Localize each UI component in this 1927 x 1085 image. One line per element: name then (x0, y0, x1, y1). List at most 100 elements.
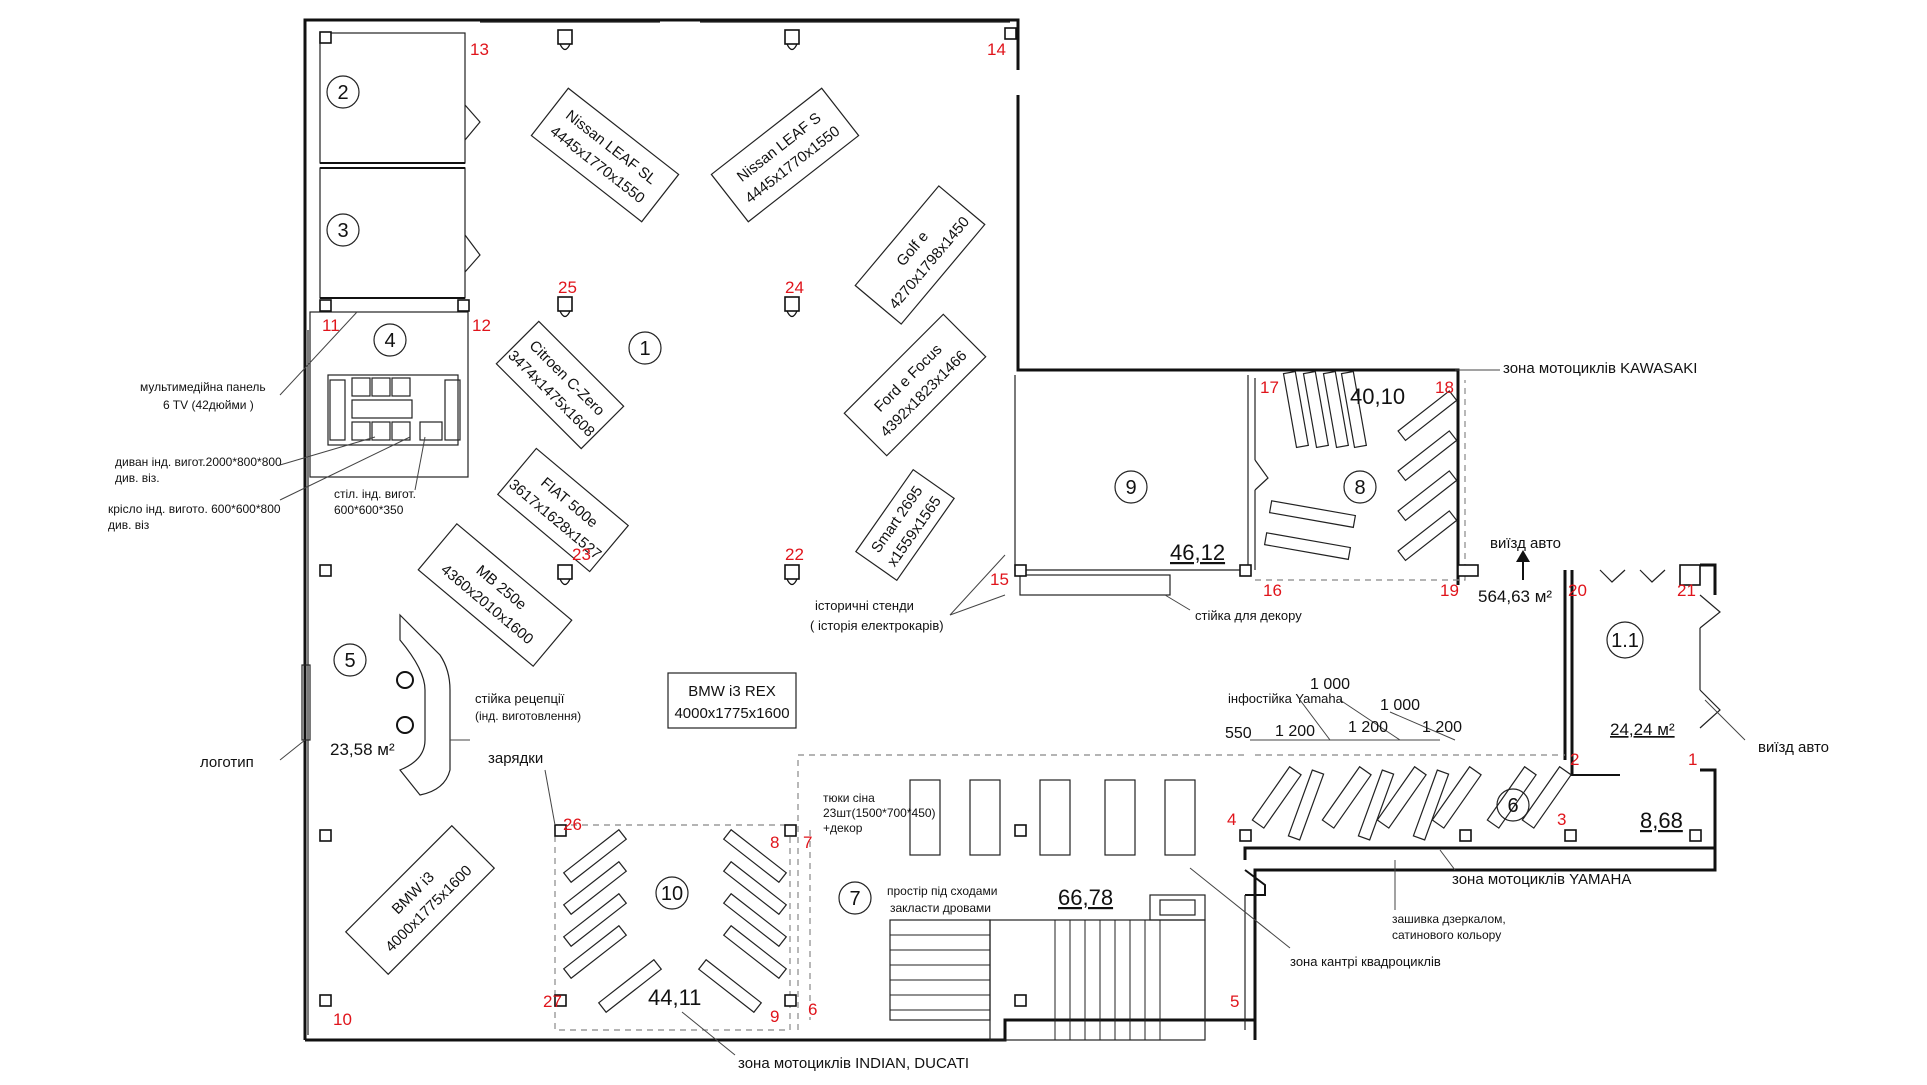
area-room-10: 44,11 (648, 985, 701, 1010)
svg-text:25: 25 (558, 278, 577, 297)
yamaha-zone-label: зона мотоциклів YAMAHA (1452, 871, 1631, 888)
car-citroen-c-zero: Citroen C-Zero 3474x1475x1608 (495, 320, 625, 450)
svg-text:20: 20 (1568, 581, 1587, 600)
room-5-label: 5 (344, 650, 355, 672)
svg-text:3: 3 (1557, 810, 1566, 829)
svg-text:22: 22 (785, 545, 804, 564)
room-9-label: 9 (1125, 477, 1136, 499)
room-10-label: 10 (661, 883, 683, 905)
svg-text:21: 21 (1677, 581, 1696, 600)
svg-text:13: 13 (470, 40, 489, 59)
svg-text:14: 14 (987, 40, 1006, 59)
svg-text:17: 17 (1260, 378, 1279, 397)
exit-car-label-2: виїзд авто (1758, 739, 1829, 756)
svg-text:12: 12 (472, 316, 491, 335)
svg-text:19: 19 (1440, 581, 1459, 600)
svg-text:інфостійка Yamaha: інфостійка Yamaha (1228, 691, 1344, 706)
area-values: 40,10 46,12 564,63 м² 24,24 м² 8,68 23,5… (330, 384, 1683, 1010)
svg-text:закласти дровами: закласти дровами (890, 901, 991, 915)
room-labels: 2 3 4 1 5 9 8 10 7 6 1.1 (326, 75, 1644, 915)
svg-text:8: 8 (770, 833, 779, 852)
svg-text:4: 4 (1227, 810, 1236, 829)
car-mb-250e: MB 250e 4360x2010x1600 (417, 522, 573, 668)
kawasaki-zone-label: зона мотоциклів KAWASAKI (1503, 360, 1697, 377)
car-golf-e: Golf e 4270x1798x1450 (854, 185, 986, 325)
svg-text:1 000: 1 000 (1310, 676, 1350, 693)
reception-desk (396, 613, 451, 796)
svg-text:23шт(1500*700*450): 23шт(1500*700*450) (823, 806, 936, 820)
svg-text:6: 6 (808, 1000, 817, 1019)
svg-text:7: 7 (803, 833, 812, 852)
svg-text:1 000: 1 000 (1380, 697, 1420, 714)
car-bmw-i3-rex: BMW i3 REX 4000x1775x1600 (667, 672, 797, 729)
room-10-zone (554, 824, 791, 1031)
outer-walls (301, 18, 1717, 1042)
room-7-label: 7 (849, 888, 860, 910)
room-2-label: 2 (337, 82, 348, 104)
svg-text:зона кантрі квадроциклів: зона кантрі квадроциклів (1290, 954, 1441, 969)
area-room-1-1: 24,24 м² (1610, 720, 1675, 739)
rooms-8-9 (1014, 370, 1466, 596)
svg-text:4000x1775x1600: 4000x1775x1600 (674, 705, 789, 722)
room-1-1 (1570, 569, 1721, 775)
area-room-8: 40,10 (1350, 384, 1405, 409)
dimensions: 1 000 1 000 550 1 200 1 200 1 200 (1225, 676, 1462, 742)
indian-zone-label: зона мотоциклів INDIAN, DUCATI (738, 1055, 969, 1072)
svg-text:1: 1 (1688, 750, 1697, 769)
car-fiat-500e: FIAT 500e 3617x1628x1527 (496, 447, 630, 573)
room-6-zone (1251, 754, 1572, 841)
svg-text:1 200: 1 200 (1275, 723, 1315, 740)
svg-text:24: 24 (785, 278, 804, 297)
room-8-label: 8 (1354, 477, 1365, 499)
svg-text:10: 10 (333, 1010, 352, 1029)
area-room-6: 8,68 (1640, 808, 1683, 833)
svg-text:BMW i3 REX: BMW i3 REX (688, 683, 776, 700)
car-ford-e-focus: Ford e Focus 4392x1823x1466 (843, 313, 987, 457)
svg-text:23: 23 (572, 545, 591, 564)
rooms-2-3-4 (309, 32, 481, 478)
car-nissan-leaf-sl: Nissan LEAF SL 4445x1770x1550 (530, 87, 680, 223)
column-numbers: 13 14 25 24 11 12 17 18 22 23 15 16 19 2… (322, 40, 1697, 1029)
svg-text:6 TV (42дюйми ): 6 TV (42дюйми ) (163, 398, 254, 412)
svg-text:зарядки: зарядки (488, 750, 543, 767)
leader-lines (279, 311, 1746, 1056)
room-4-label: 4 (384, 330, 395, 352)
car-nissan-leaf-s: Nissan LEAF S 4445x1770x1550 (710, 87, 860, 223)
car-smart: Smart 2695 x1559x1565 (855, 468, 955, 582)
exit-car-label: виїзд авто (1490, 535, 1561, 552)
room-3-label: 3 (337, 220, 348, 242)
svg-text:15: 15 (990, 570, 1009, 589)
svg-text:16: 16 (1263, 581, 1282, 600)
room-1-1-label: 1.1 (1611, 630, 1639, 652)
area-room-5: 23,58 м² (330, 740, 395, 759)
svg-text:11: 11 (322, 316, 340, 335)
svg-text:5: 5 (1230, 992, 1239, 1011)
fixture-bulbs (559, 43, 798, 586)
room-7-zone (797, 754, 1266, 1041)
svg-text:логотип: логотип (200, 754, 254, 771)
svg-text:стійка для декору: стійка для декору (1195, 608, 1302, 623)
svg-text:сатинового кольору: сатинового кольору (1392, 928, 1501, 942)
area-total: 564,63 м² (1478, 587, 1552, 606)
area-room-9: 46,12 (1170, 540, 1225, 565)
svg-text:диван інд. вигот.2000*800*800: диван інд. вигот.2000*800*800 (115, 455, 282, 469)
svg-text:тюки сіна: тюки сіна (823, 791, 875, 805)
room-1-label: 1 (639, 338, 650, 360)
svg-text:( історія електрокарів): ( історія електрокарів) (810, 618, 944, 633)
svg-text:26: 26 (563, 815, 582, 834)
svg-text:зашивка дзеркалом,: зашивка дзеркалом, (1392, 912, 1506, 926)
car-bmw-i3: BMW i3 4000x1775x1600 (344, 824, 496, 976)
svg-text:стіл. інд. вигот.: стіл. інд. вигот. (334, 487, 416, 501)
svg-text:+декор: +декор (823, 821, 863, 835)
svg-text:27: 27 (543, 992, 562, 1011)
svg-text:простір під сходами: простір під сходами (887, 884, 997, 898)
svg-text:550: 550 (1225, 725, 1252, 742)
svg-text:історичні стенди: історичні стенди (815, 598, 914, 613)
svg-text:мультимедійна панель: мультимедійна панель (140, 380, 266, 394)
area-room-7: 66,78 (1058, 885, 1113, 910)
svg-text:див. віз.: див. віз. (115, 471, 160, 485)
svg-text:9: 9 (770, 1007, 779, 1026)
svg-text:2: 2 (1570, 750, 1579, 769)
svg-text:див. віз: див. віз (108, 518, 150, 532)
